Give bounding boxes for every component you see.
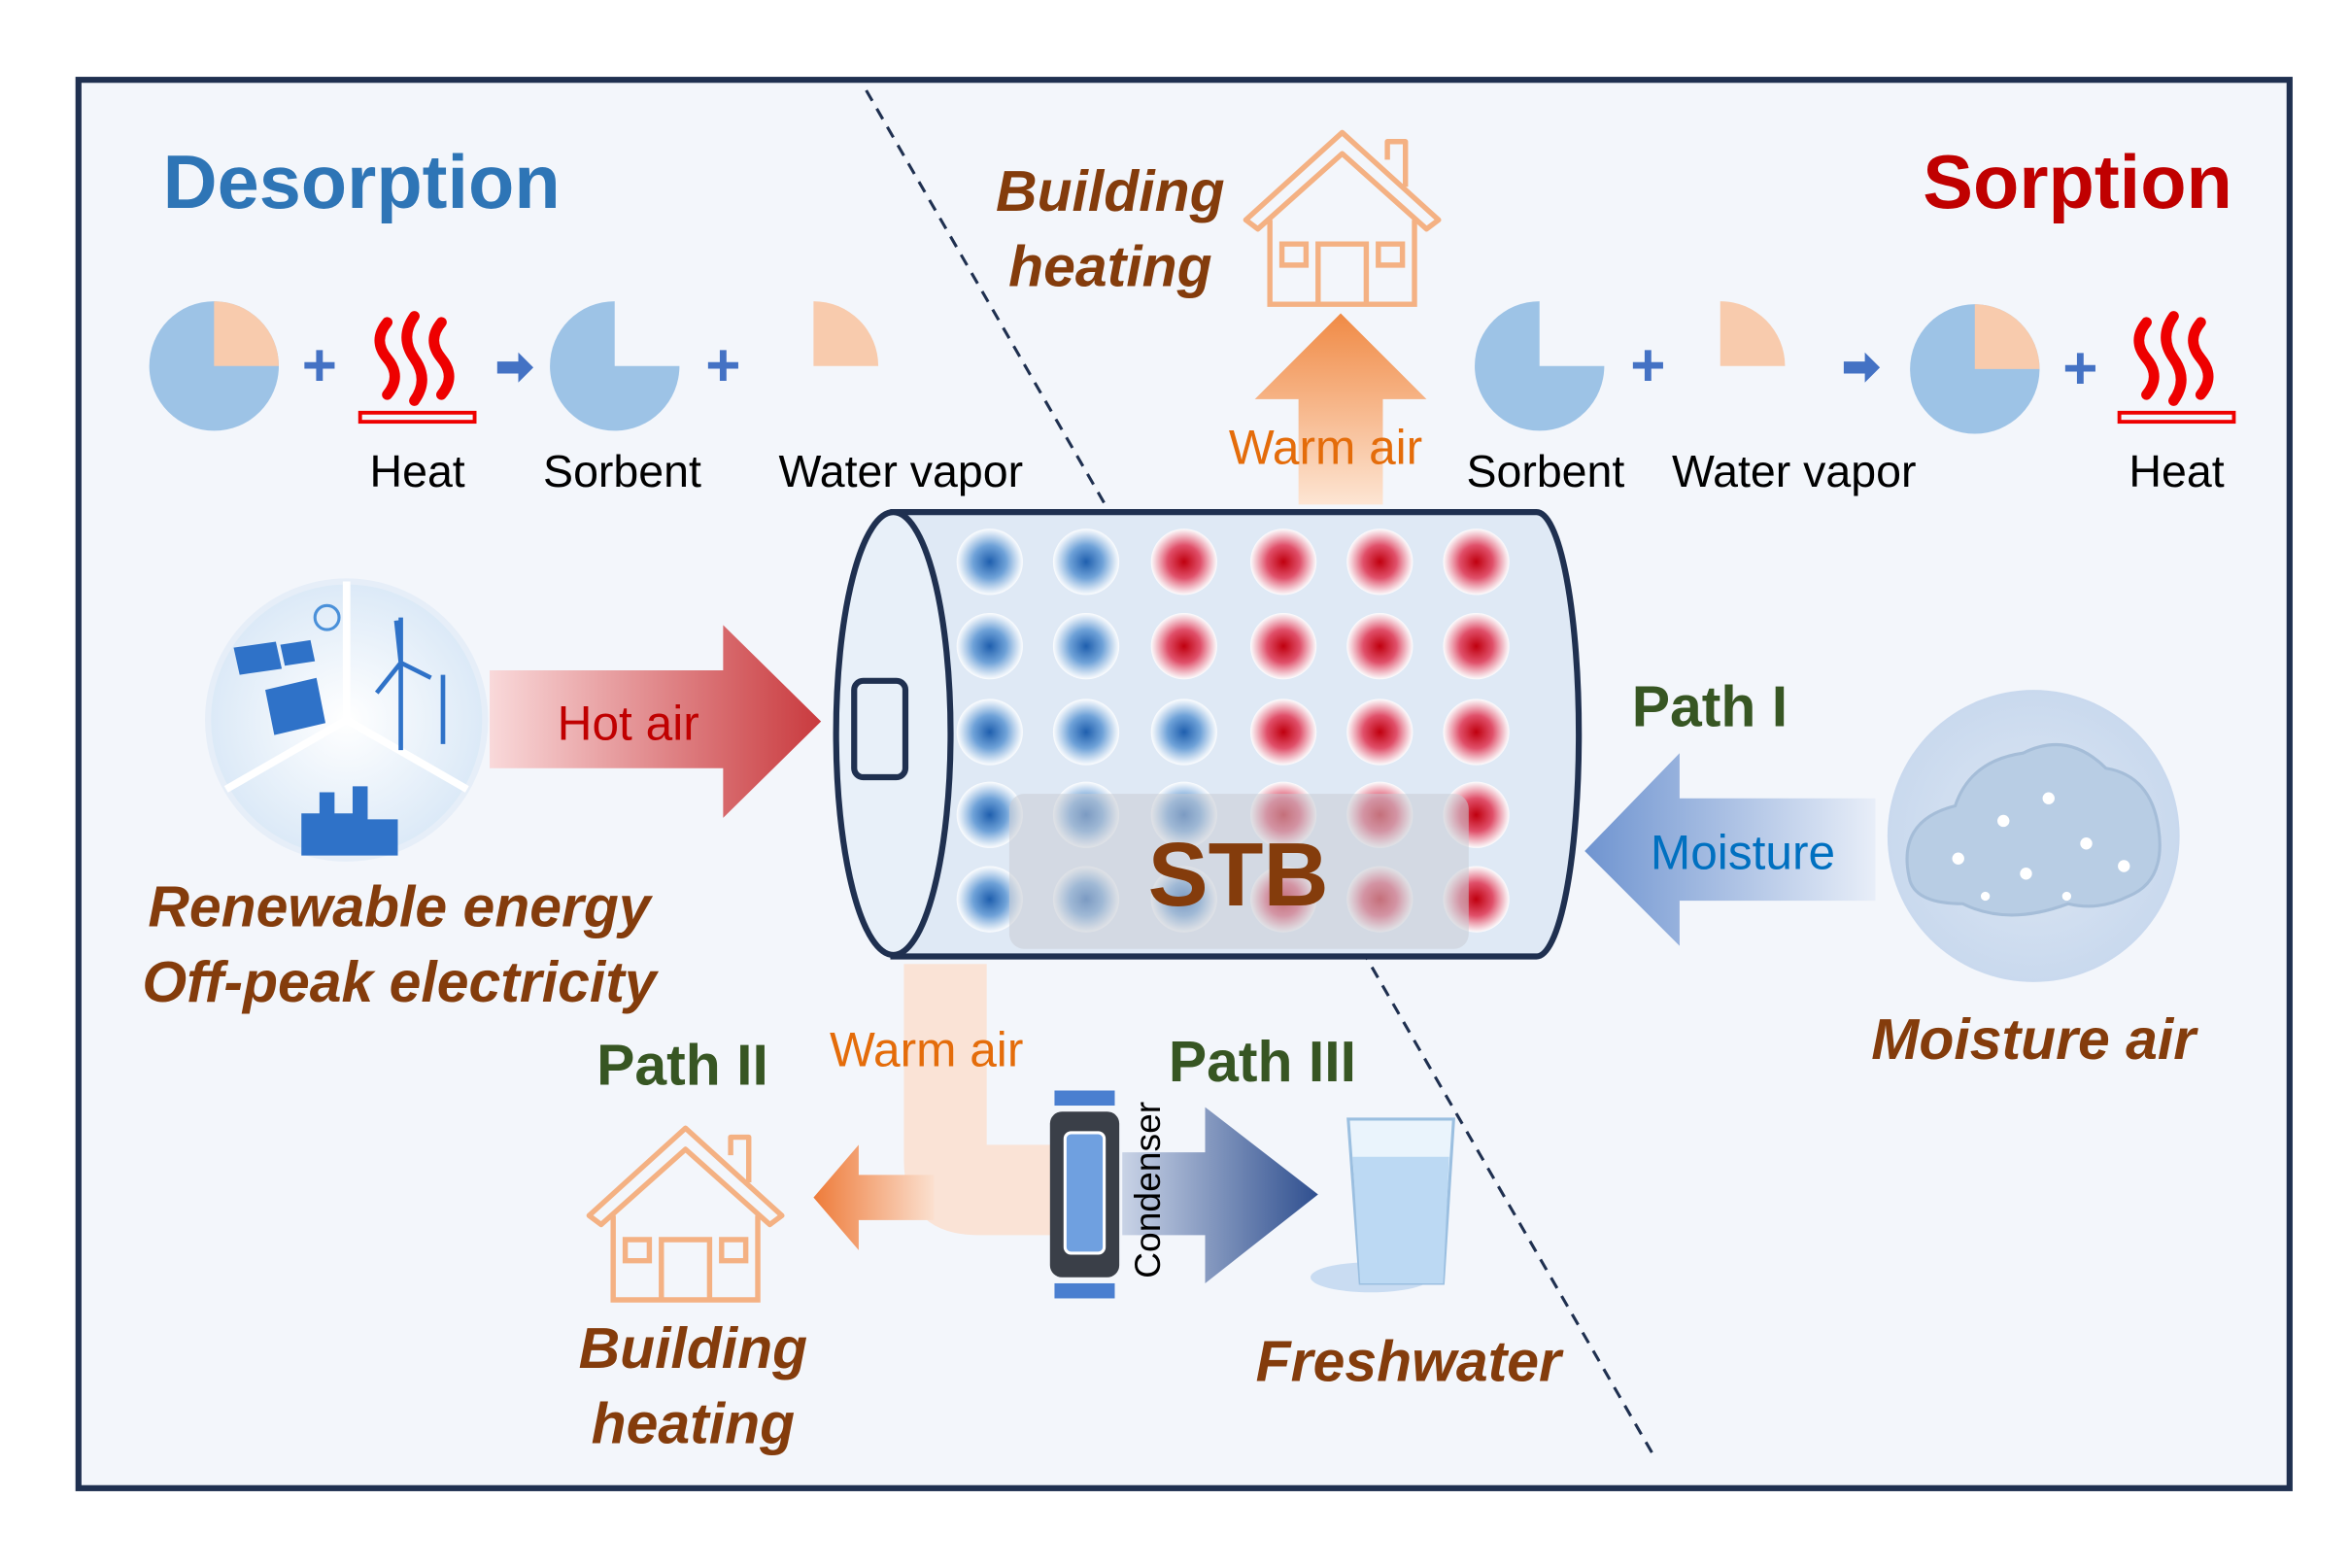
top-building-heating-line1: Building <box>996 160 1225 223</box>
label-sorbent: Sorbent <box>1466 446 1624 496</box>
desorption-equation: + + Heat Sorbent Water vapor <box>149 301 1024 496</box>
warm-air-up-arrow <box>1254 313 1427 505</box>
stb-label: STB <box>1148 824 1329 925</box>
pie-sorbent-icon <box>550 301 680 431</box>
freshwater-label: Freshwater <box>1256 1331 1564 1394</box>
hydrated-sorbent-dot <box>1346 528 1413 596</box>
label-sorbent: Sorbent <box>543 446 701 496</box>
hot-air-label: Hot air <box>558 696 699 750</box>
hydrated-sorbent-dot <box>1250 528 1317 596</box>
hydrated-sorbent-dot <box>1150 528 1217 596</box>
label-water-vapor: Water vapor <box>779 446 1024 496</box>
path-2-label: Path II <box>596 1034 768 1097</box>
dry-sorbent-dot <box>1052 699 1120 766</box>
arrow-right-icon <box>496 352 534 383</box>
water-glass-icon <box>1311 1117 1455 1293</box>
dry-sorbent-dot <box>1052 613 1120 680</box>
svg-text:+: + <box>705 332 740 399</box>
dry-sorbent-dot <box>956 528 1023 596</box>
warm-air-left-arrow <box>813 1144 935 1250</box>
label-water-vapor: Water vapor <box>1672 446 1917 496</box>
hydrated-sorbent-dot <box>1250 699 1317 766</box>
dry-sorbent-dot <box>956 781 1023 848</box>
top-warm-air-label: Warm air <box>1229 421 1422 475</box>
condenser-label: Condenser <box>1127 1102 1168 1278</box>
top-building-heating-line2: heating <box>1008 236 1211 299</box>
path-1-label: Path I <box>1632 675 1788 738</box>
cloud-moisture-icon <box>1887 690 2180 982</box>
hot-air-arrow <box>490 625 822 818</box>
hydrated-sorbent-dot <box>1150 613 1217 680</box>
bottom-warm-air-label: Warm air <box>830 1023 1023 1077</box>
moisture-label: Moisture <box>1651 826 1835 880</box>
bottom-building-heating-line2: heating <box>592 1392 795 1455</box>
stb-cylinder: STB <box>833 509 1583 960</box>
svg-text:+: + <box>2062 335 2097 402</box>
condenser-icon <box>1049 1090 1120 1299</box>
hydrated-sorbent-dot <box>1250 613 1317 680</box>
condensed-water-arrow <box>1122 1107 1318 1283</box>
label-heat: Heat <box>370 446 465 496</box>
sorption-title: Sorption <box>1923 141 2232 224</box>
air-inlet-port <box>851 677 909 781</box>
hydrated-sorbent-dot <box>1346 613 1413 680</box>
moisture-air-label: Moisture air <box>1871 1008 2198 1072</box>
dry-sorbent-dot <box>1052 528 1120 596</box>
renewable-energy-label: Renewable energy <box>148 876 654 939</box>
path-3-label: Path III <box>1169 1031 1356 1094</box>
desorption-title: Desorption <box>163 141 561 224</box>
hydrated-sorbent-dot <box>1443 699 1510 766</box>
svg-text:+: + <box>1630 332 1665 399</box>
pie-sorbent-icon <box>1475 301 1605 431</box>
dry-sorbent-dot <box>956 613 1023 680</box>
dry-sorbent-dot <box>956 866 1023 933</box>
arrow-right-icon <box>1843 352 1881 383</box>
sorption-equation: + + Sorbent Water vapor Heat <box>1466 301 2233 496</box>
warm-air-pipe <box>903 964 1055 1236</box>
stb-label-box <box>1008 794 1469 949</box>
hydrated-sorbent-dot <box>1443 528 1510 596</box>
off-peak-electricity-label: Off-peak electricity <box>142 951 660 1014</box>
dry-sorbent-dot <box>956 699 1023 766</box>
svg-text:+: + <box>302 332 337 399</box>
water-vapor-icon <box>813 301 879 366</box>
renewable-energy-icon <box>205 578 489 862</box>
hydrated-sorbent-dot <box>1443 613 1510 680</box>
label-heat: Heat <box>2129 446 2224 496</box>
bottom-building-heating-line1: Building <box>579 1317 808 1381</box>
moisture-arrow <box>1584 753 1876 946</box>
water-vapor-icon <box>1720 301 1786 366</box>
hydrated-sorbent-dot <box>1346 699 1413 766</box>
dry-sorbent-dot <box>1150 699 1217 766</box>
